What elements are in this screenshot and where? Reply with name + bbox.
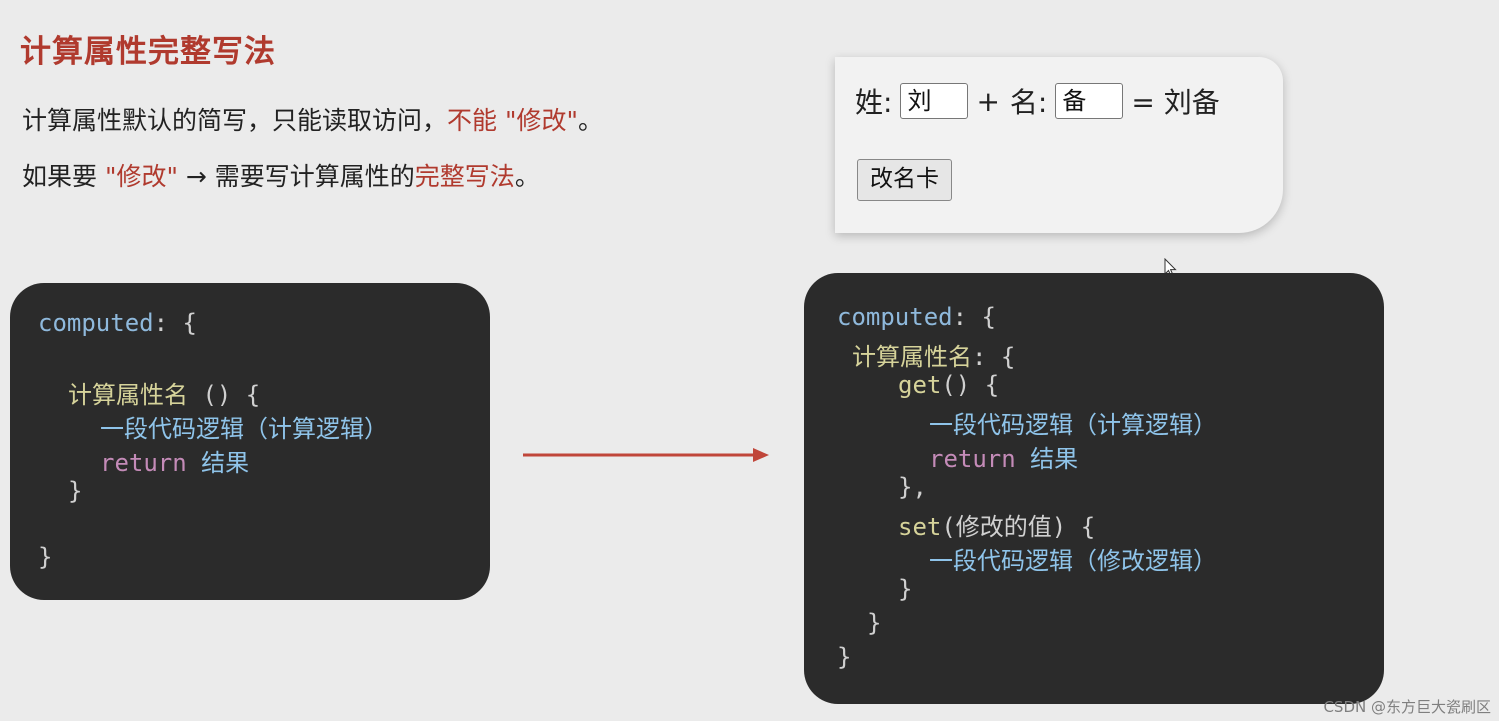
code-token: return: [100, 449, 187, 477]
code-line: 一段代码逻辑（计算逻辑）: [100, 415, 388, 443]
code-line: }: [38, 543, 53, 571]
full-name-result: = 刘备: [1131, 86, 1220, 119]
code-line: 计算属性名: {: [852, 337, 1015, 372]
code-panel-full-syntax: computed: { 计算属性名: { get() { 一段代码逻辑（计算逻辑…: [804, 273, 1384, 704]
code-line: computed: {: [837, 303, 996, 331]
code-line: }: [837, 643, 852, 671]
intro-text: → 需要写计算属性的: [177, 162, 415, 191]
code-token: : {: [952, 303, 996, 331]
code-token: get: [898, 371, 942, 399]
code-line: get() {: [898, 371, 999, 399]
intro-period: 。: [577, 106, 603, 135]
code-token: computed: [837, 303, 953, 331]
intro-line-1: 计算属性默认的简写，只能读取访问，不能 "修改"。: [22, 101, 603, 137]
intro-highlight-cannot-modify: 不能 "修改": [447, 106, 578, 135]
intro-line-2: 如果要 "修改" → 需要写计算属性的完整写法。: [22, 157, 540, 193]
code-line: return 结果: [100, 443, 249, 478]
intro-text: 如果要: [22, 162, 105, 191]
code-line: 计算属性名 () {: [68, 375, 260, 410]
code-line: }: [68, 477, 83, 505]
code-line: }: [898, 575, 913, 603]
code-token: : {: [153, 309, 197, 337]
code-line: return 结果: [929, 439, 1078, 474]
code-line: set(修改的值) {: [898, 507, 1095, 542]
last-name-label: 姓:: [855, 86, 893, 119]
code-line: },: [898, 473, 927, 501]
code-token: 结果: [201, 449, 250, 477]
code-token: 结果: [1030, 445, 1079, 473]
code-line: computed: {: [38, 309, 197, 337]
code-line: }: [867, 609, 882, 637]
intro-text: 计算属性默认的简写，只能读取访问，: [22, 106, 448, 135]
page-title: 计算属性完整写法: [20, 34, 276, 70]
plus-sign: +: [976, 84, 1000, 118]
code-token: computed: [38, 309, 154, 337]
first-name-input[interactable]: 备: [1055, 83, 1124, 119]
code-panel-shorthand: computed: { 计算属性名 () { 一段代码逻辑（计算逻辑） retu…: [10, 283, 490, 600]
code-token: () {: [941, 371, 1000, 399]
watermark: CSDN @东方巨大瓷刷区: [1323, 698, 1491, 716]
code-line: 一段代码逻辑（修改逻辑）: [929, 547, 1217, 575]
code-token: : {: [972, 343, 1016, 371]
demo-card: 姓: 刘 + 名: 备 = 刘备 改名卡: [835, 57, 1283, 233]
last-name-input[interactable]: 刘: [900, 83, 969, 119]
code-token: return: [929, 445, 1016, 473]
code-token: (修改的值) {: [941, 513, 1096, 541]
intro-highlight-modify: "修改": [104, 162, 178, 191]
intro-highlight-full-syntax: 完整写法: [414, 162, 515, 191]
rename-card-button[interactable]: 改名卡: [857, 159, 952, 201]
code-token: set: [898, 513, 942, 541]
name-form-row: 姓: 刘 + 名: 备 = 刘备: [855, 81, 1220, 121]
right-arrow-icon: [523, 448, 769, 462]
code-token: () {: [188, 381, 261, 409]
code-line: 一段代码逻辑（计算逻辑）: [929, 411, 1217, 439]
intro-period: 。: [514, 162, 540, 191]
code-token: 计算属性名: [852, 343, 972, 371]
code-token: 计算属性名: [68, 381, 188, 409]
first-name-label: 名:: [1009, 86, 1048, 119]
